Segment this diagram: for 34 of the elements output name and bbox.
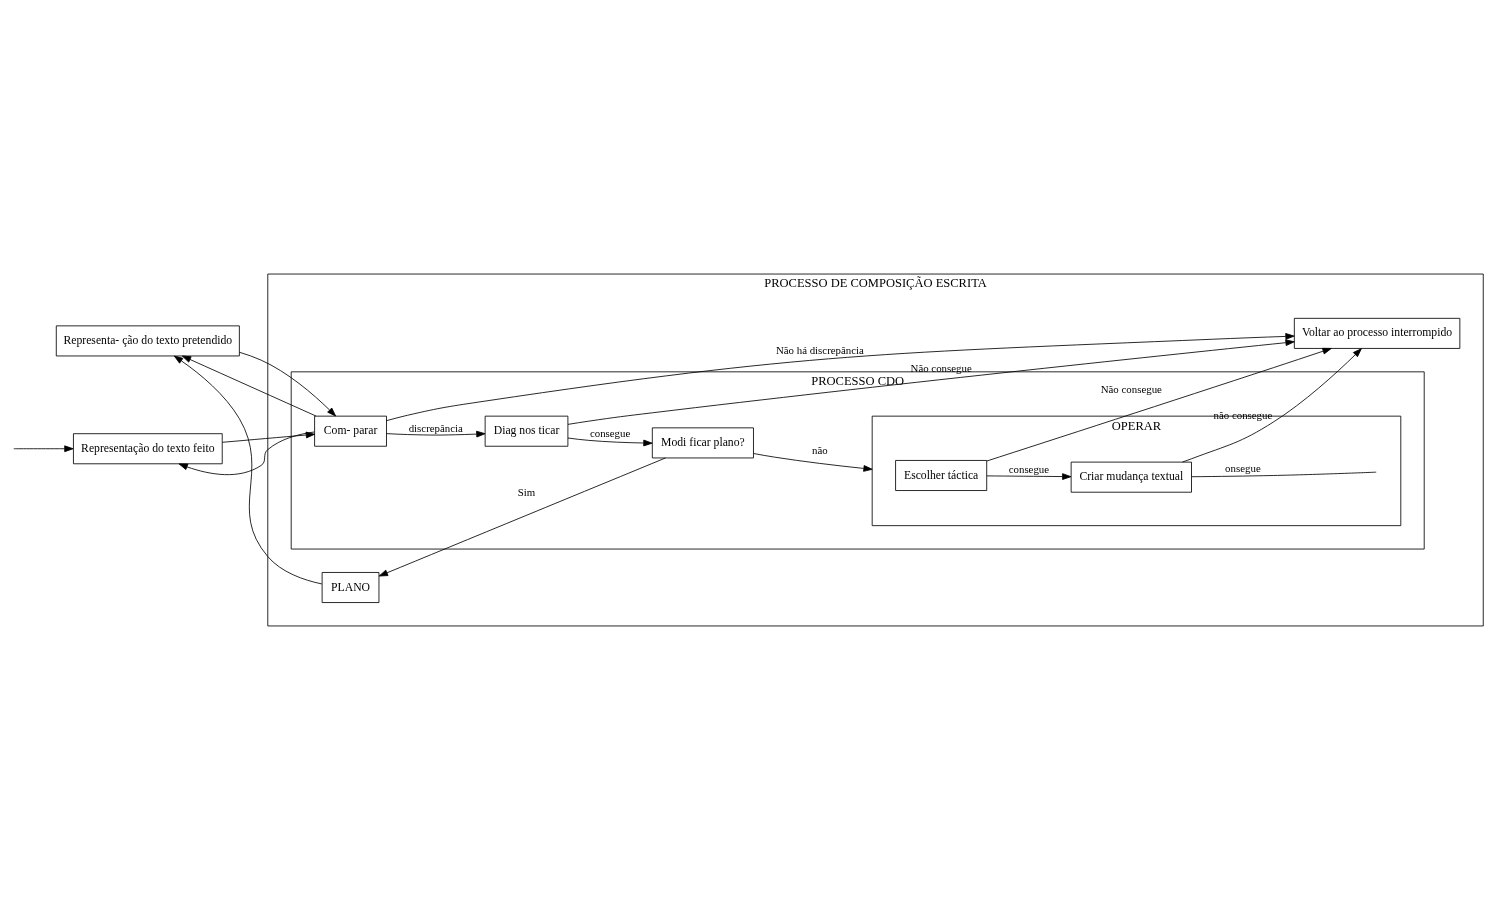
node-box: Criar mudança textual [1070, 461, 1192, 493]
edge-label: não consegue [1213, 408, 1273, 421]
arrow [753, 452, 873, 472]
edge-label: consegue [1008, 462, 1050, 475]
edge-label: Não há discrepância [775, 343, 864, 356]
arrow [986, 472, 1072, 480]
arrow [386, 430, 486, 437]
node-box: Diag nos ticar [484, 415, 569, 447]
node-box: PLANO [321, 571, 380, 603]
edge-label: Sim [517, 485, 536, 498]
arrow [386, 332, 1295, 421]
arrow [178, 431, 315, 475]
node-box: Escolher táctica [895, 459, 988, 491]
connector [1191, 471, 1377, 477]
node-box: Voltar ao processo interrompido [1293, 317, 1461, 349]
arrow [13, 444, 74, 452]
arrow [239, 351, 337, 416]
arrow [1182, 347, 1362, 462]
arrow [986, 347, 1332, 461]
arrow [378, 457, 666, 576]
arrow [567, 437, 653, 446]
arrow [567, 338, 1295, 425]
arrow [221, 431, 315, 443]
node-box: Modi ficar plano? [651, 426, 754, 458]
edge-label: onsegue [1225, 461, 1261, 474]
arrow [173, 355, 323, 584]
node-box: Representa- ção do texto pretendido [55, 324, 240, 356]
edge-label: não [812, 443, 828, 456]
arrow [181, 355, 317, 416]
node-box: Representação do texto feito [73, 432, 223, 464]
edge-label: discrepância [408, 421, 463, 434]
edge-label: Não consegue [1100, 382, 1162, 395]
edge-label: consegue [589, 426, 631, 439]
node-box: Com- parar [314, 415, 387, 447]
